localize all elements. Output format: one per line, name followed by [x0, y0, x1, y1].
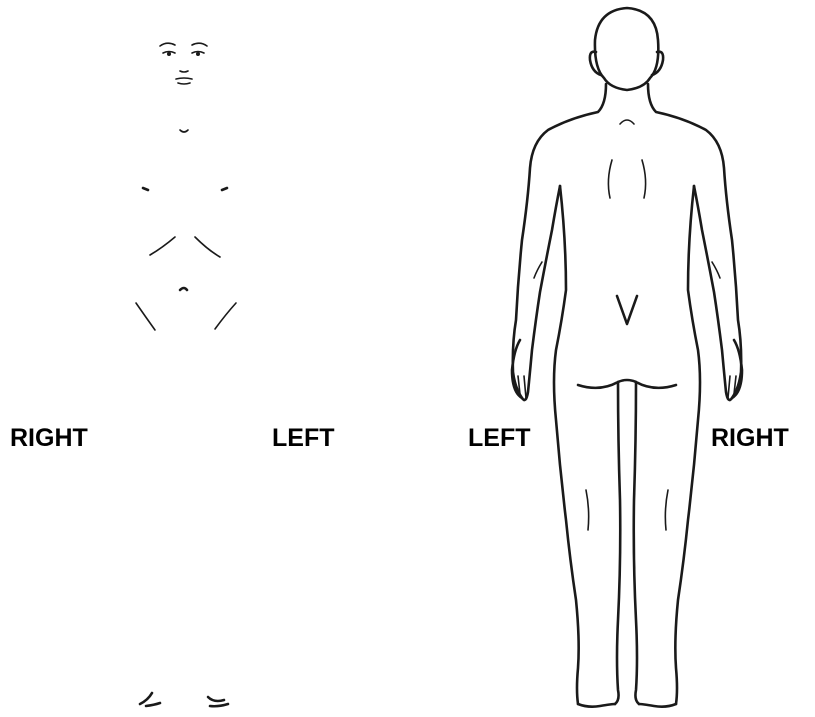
- front-nose: [180, 71, 188, 72]
- back-right-knee-line: [586, 490, 589, 530]
- front-right-eyebrow: [160, 43, 175, 46]
- front-navel: [180, 288, 187, 290]
- back-right-body-side: [554, 186, 579, 704]
- back-buttocks-line: [578, 380, 676, 388]
- back-right-elbow-line: [534, 262, 542, 278]
- front-right-rib-line: [150, 237, 175, 255]
- back-right-scapula-line: [608, 160, 612, 198]
- back-left-body-side: [675, 186, 700, 704]
- front-right-chest-mark: [143, 188, 148, 190]
- front-right-groin-line: [136, 303, 155, 330]
- back-left-scapula-line: [642, 160, 646, 198]
- back-left-arm-outer: [648, 84, 741, 400]
- front-lower-lip: [178, 83, 190, 84]
- front-right-foot-mark: [140, 693, 160, 706]
- front-left-groin-line: [215, 303, 236, 329]
- front-left-pupil: [196, 52, 200, 56]
- back-neck-line: [620, 120, 634, 124]
- front-left-eyebrow: [192, 43, 207, 46]
- back-left-knee-line: [665, 490, 668, 530]
- front-left-chest-mark: [222, 188, 227, 190]
- back-head: [595, 8, 658, 90]
- front-mouth: [176, 78, 192, 79]
- front-body-figure[interactable]: [136, 43, 236, 706]
- back-lower-spine-mark: [617, 296, 637, 324]
- front-left-rib-line: [195, 237, 220, 257]
- back-right-inner-leg: [615, 382, 620, 704]
- back-left-elbow-line: [712, 262, 720, 278]
- front-neck-notch: [180, 130, 188, 132]
- back-right-arm-outer: [513, 84, 606, 400]
- front-left-foot-mark: [208, 697, 228, 706]
- back-right-foot: [578, 704, 615, 707]
- back-left-foot: [639, 704, 676, 707]
- back-left-inner-leg: [634, 382, 639, 704]
- front-right-pupil: [167, 52, 171, 56]
- back-body-figure[interactable]: [512, 8, 742, 707]
